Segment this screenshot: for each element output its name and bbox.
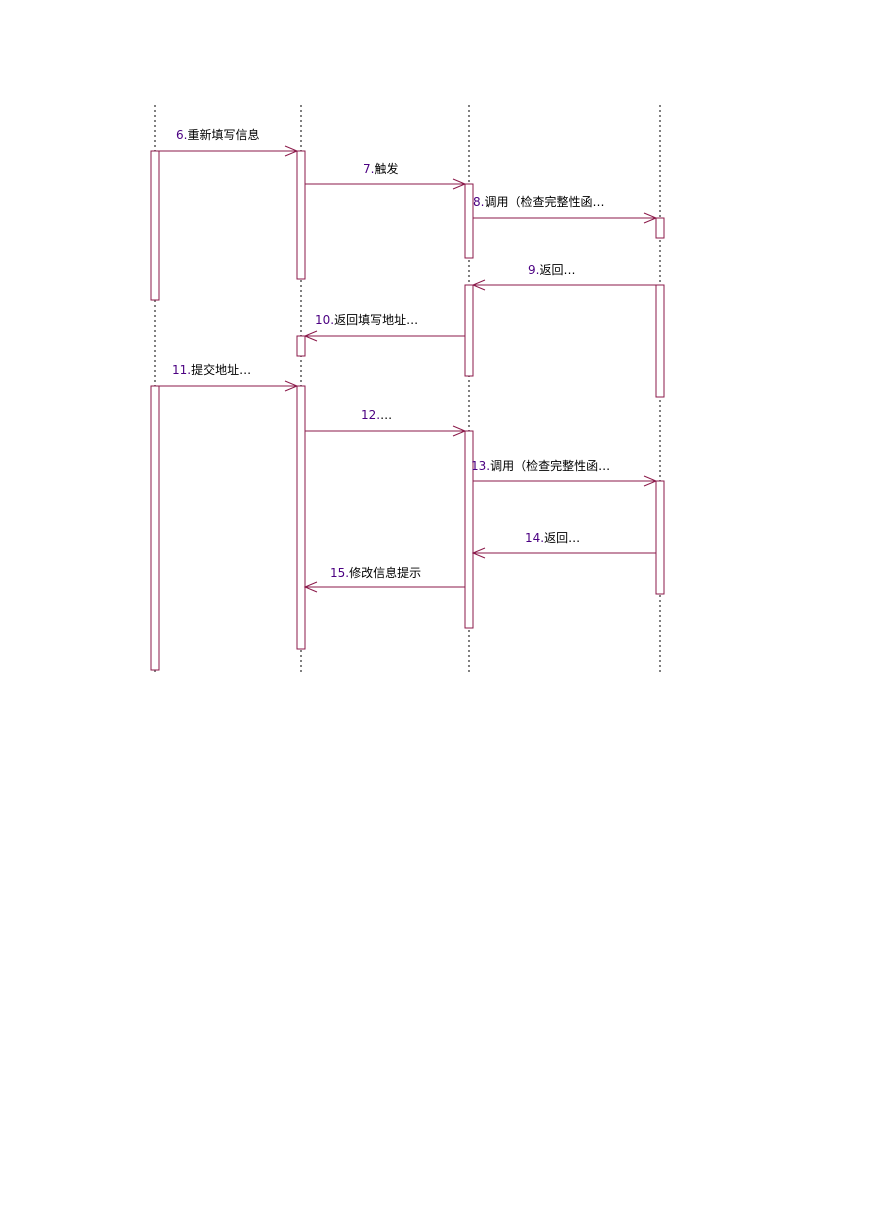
activation-l3-b bbox=[464, 284, 474, 377]
message-6-text: 重新填写信息 bbox=[187, 127, 259, 142]
message-12: 12.… bbox=[305, 408, 467, 437]
activation-l3-a bbox=[464, 183, 474, 259]
message-14-text: 返回… bbox=[544, 531, 580, 545]
message-13-label: 13.调用（检查完整性函… bbox=[471, 458, 610, 473]
activation-l1-b bbox=[150, 385, 160, 671]
message-13-text: 调用（检查完整性函… bbox=[490, 458, 610, 473]
message-14-number: 14. bbox=[525, 531, 544, 545]
message-6-number: 6. bbox=[176, 128, 187, 142]
activation-l1-a bbox=[150, 150, 160, 301]
messages: 6.重新填写信息 7.触发 8.调用（检查完整性函… 9.返回… bbox=[159, 127, 658, 593]
activation-l3-c bbox=[464, 430, 474, 629]
message-14: 14.返回… bbox=[471, 531, 656, 559]
activation-l2-a bbox=[296, 150, 306, 280]
message-12-label: 12.… bbox=[361, 408, 392, 422]
message-8-label: 8.调用（检查完整性函… bbox=[473, 194, 604, 209]
message-9: 9.返回… bbox=[471, 263, 656, 291]
message-7-text: 触发 bbox=[374, 161, 398, 176]
message-8-text: 调用（检查完整性函… bbox=[484, 194, 604, 209]
message-8-number: 8. bbox=[473, 195, 484, 209]
activation-l2-c bbox=[296, 385, 306, 650]
message-8: 8.调用（检查完整性函… bbox=[473, 194, 658, 224]
message-11: 11.提交地址… bbox=[159, 362, 299, 392]
message-10-label: 10.返回填写地址… bbox=[315, 313, 418, 327]
message-10: 10.返回填写地址… bbox=[303, 313, 465, 342]
message-13-number: 13. bbox=[471, 459, 490, 473]
message-15-text: 修改信息提示 bbox=[349, 565, 421, 580]
message-10-text: 返回填写地址… bbox=[334, 313, 418, 327]
message-13: 13.调用（检查完整性函… bbox=[471, 458, 658, 487]
activations bbox=[150, 150, 665, 671]
message-7: 7.触发 bbox=[305, 161, 467, 190]
message-12-text: … bbox=[380, 408, 392, 422]
message-7-number: 7. bbox=[363, 162, 374, 176]
message-13-arrowhead bbox=[643, 475, 658, 487]
message-11-text: 提交地址… bbox=[191, 362, 251, 377]
message-6-arrowhead bbox=[284, 145, 299, 157]
message-10-number: 10. bbox=[315, 313, 334, 327]
message-15: 15.修改信息提示 bbox=[303, 565, 465, 593]
activation-l2-b bbox=[296, 335, 306, 357]
message-9-arrowhead bbox=[471, 279, 486, 291]
message-11-arrowhead bbox=[284, 380, 299, 392]
message-14-label: 14.返回… bbox=[525, 531, 580, 545]
message-12-arrowhead bbox=[452, 425, 467, 437]
message-7-arrowhead bbox=[452, 178, 467, 190]
message-15-arrowhead bbox=[303, 581, 318, 593]
message-15-label: 15.修改信息提示 bbox=[330, 565, 421, 580]
message-11-number: 11. bbox=[172, 363, 191, 377]
message-10-arrowhead bbox=[303, 330, 318, 342]
message-9-label: 9.返回… bbox=[528, 263, 575, 277]
message-8-arrowhead bbox=[643, 212, 658, 224]
message-6-label: 6.重新填写信息 bbox=[176, 127, 259, 142]
message-9-text: 返回… bbox=[539, 263, 575, 277]
message-15-number: 15. bbox=[330, 566, 349, 580]
activation-l4-c bbox=[655, 480, 665, 595]
activation-l4-a bbox=[655, 217, 665, 239]
message-9-number: 9. bbox=[528, 263, 539, 277]
message-11-label: 11.提交地址… bbox=[172, 362, 251, 377]
activation-l4-b bbox=[655, 284, 665, 398]
message-6: 6.重新填写信息 bbox=[159, 127, 299, 157]
message-14-arrowhead bbox=[471, 547, 486, 559]
message-7-label: 7.触发 bbox=[363, 161, 398, 176]
message-12-number: 12. bbox=[361, 408, 380, 422]
